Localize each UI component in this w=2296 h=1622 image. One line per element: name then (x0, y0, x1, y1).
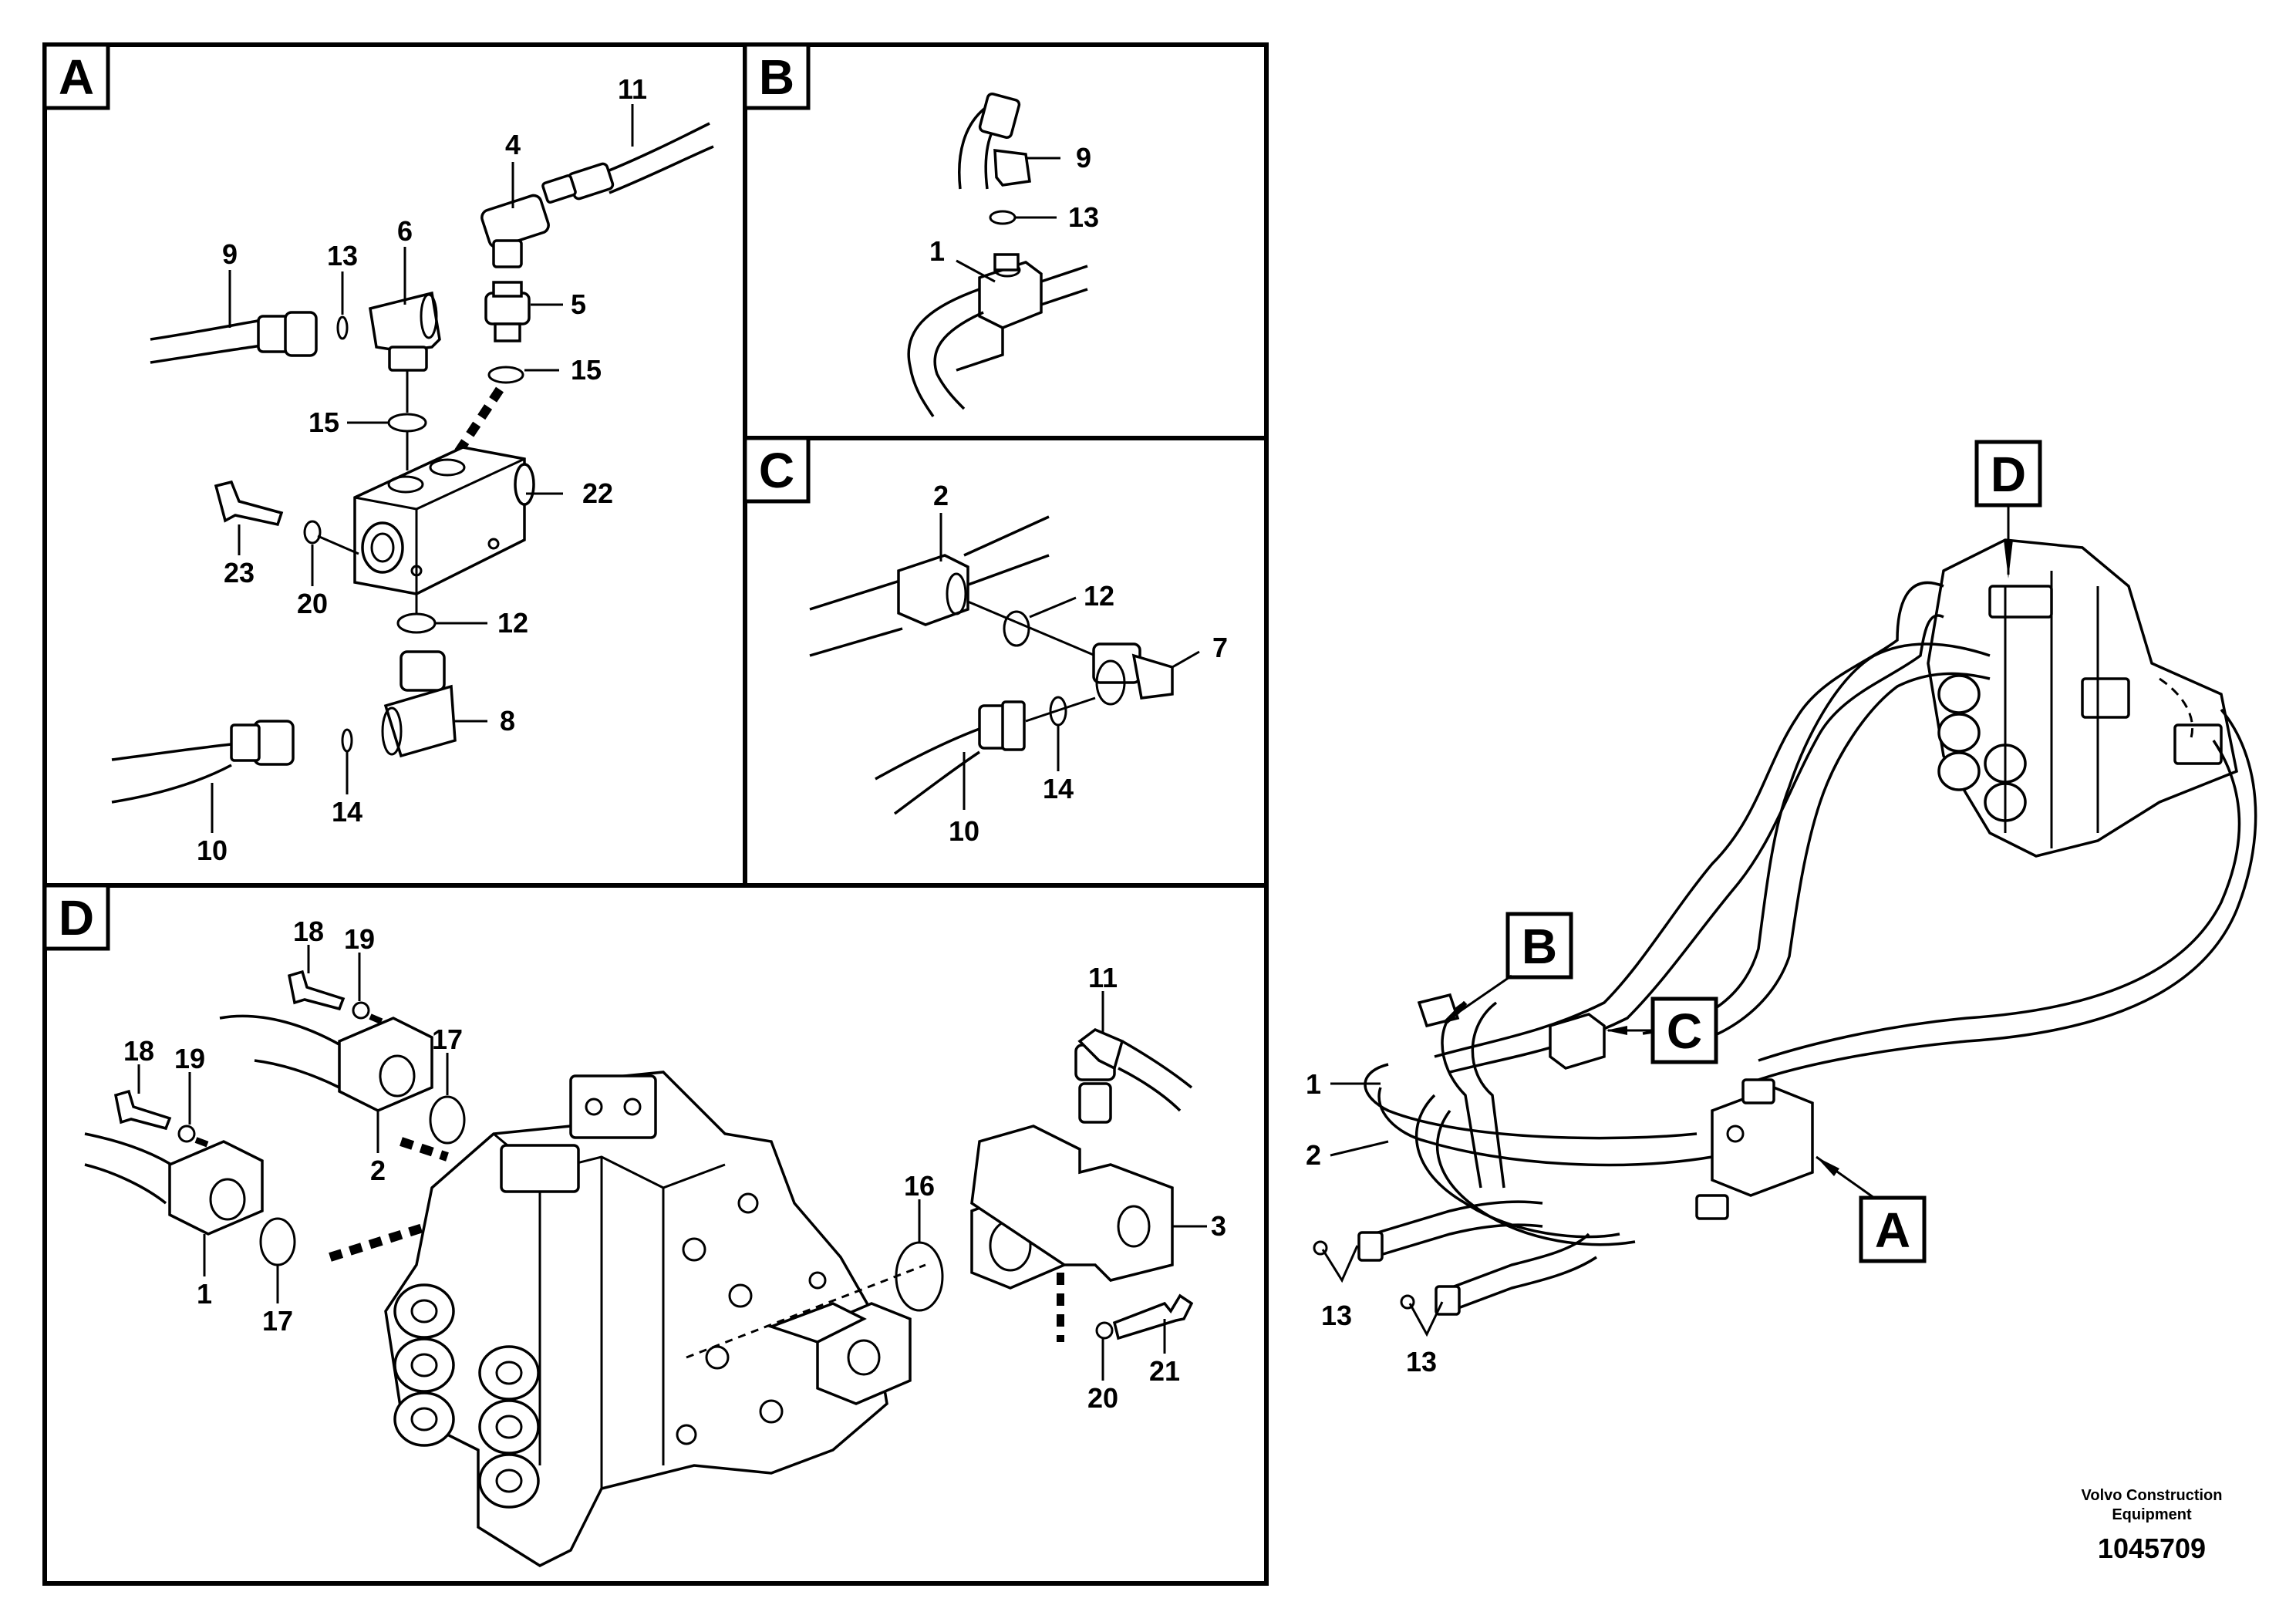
callout-d-19-upper: 19 (344, 923, 375, 955)
overview-callout-13-left: 13 (1321, 1300, 1352, 1331)
panel-c-callouts: 2 12 7 14 10 (933, 480, 1228, 847)
panel-d-callouts: 18 19 18 19 17 2 11 16 3 1 17 20 21 (123, 916, 1226, 1414)
panel-d-parts (84, 969, 1194, 1568)
callout-d-2: 2 (370, 1155, 386, 1186)
callout-a-22: 22 (582, 477, 613, 509)
panel-a-callouts: 11 4 6 13 9 5 15 15 22 23 20 12 8 14 10 (197, 73, 647, 866)
callout-a-13: 13 (327, 240, 358, 271)
callout-a-8: 8 (500, 705, 515, 737)
callout-b-9: 9 (1076, 142, 1091, 174)
callout-b-13: 13 (1068, 201, 1099, 233)
panel-d-frame (42, 883, 1269, 1586)
callout-c-14: 14 (1043, 773, 1074, 804)
company-name-line2: Equipment (2112, 1506, 2192, 1523)
overview-callout-1: 1 (1306, 1068, 1321, 1100)
callout-a-5: 5 (571, 288, 586, 320)
callout-a-4: 4 (505, 129, 521, 160)
svg-text:D: D (59, 890, 94, 946)
overview-tag-d: D (1974, 440, 2042, 578)
overview-tag-b: B (1444, 912, 1573, 1024)
panel-a-leaders (211, 104, 634, 833)
callout-d-1: 1 (197, 1278, 212, 1310)
overview-assembly (1357, 538, 2257, 1316)
callout-a-15-right: 15 (571, 354, 602, 386)
panel-b-parts (907, 93, 1088, 417)
svg-text:A: A (1875, 1202, 1910, 1258)
panel-a-parts (111, 122, 714, 804)
overview-callouts: 1 2 13 13 (1306, 1068, 1437, 1378)
panel-c-parts (809, 515, 1174, 815)
company-name-line1: Volvo Construction (2082, 1487, 2223, 1504)
callout-a-6: 6 (397, 215, 413, 247)
callout-d-21: 21 (1149, 1355, 1180, 1387)
svg-text:D: D (1991, 447, 2026, 502)
panel-b-callouts: 9 13 1 (929, 142, 1099, 267)
svg-text:A: A (59, 49, 94, 105)
callout-a-20: 20 (297, 588, 328, 619)
panel-b-tag: B (743, 42, 811, 110)
svg-text:B: B (759, 49, 794, 105)
overview-leaders (1313, 1082, 1444, 1337)
callout-b-1: 1 (929, 235, 945, 267)
callout-d-3: 3 (1211, 1210, 1226, 1242)
callout-a-10: 10 (197, 835, 228, 866)
callout-d-16: 16 (904, 1170, 935, 1202)
panel-b-leaders (956, 157, 1060, 283)
callout-d-17-lower: 17 (262, 1305, 293, 1337)
callout-a-15-left: 15 (308, 406, 339, 438)
callout-d-18-lower: 18 (123, 1035, 154, 1067)
footer: Volvo Construction Equipment 1045709 (2082, 1487, 2223, 1564)
panel-c-leaders (939, 513, 1200, 810)
callout-a-23: 23 (224, 557, 255, 588)
panel-d-leaders (137, 945, 1207, 1381)
callout-c-7: 7 (1212, 632, 1228, 663)
overview-tag-c: C (1606, 996, 1718, 1064)
overview-callout-2: 2 (1306, 1139, 1321, 1171)
callout-d-18-upper: 18 (293, 916, 324, 947)
callout-d-17-upper: 17 (432, 1023, 463, 1055)
callout-d-20: 20 (1087, 1382, 1118, 1414)
panel-a-tag: A (42, 42, 110, 110)
panel-c-tag: C (743, 436, 811, 504)
callout-d-11: 11 (1088, 962, 1118, 993)
callout-d-19-lower: 19 (174, 1043, 205, 1074)
svg-text:C: C (759, 443, 794, 498)
callout-a-14: 14 (332, 796, 362, 828)
panel-c-frame (743, 436, 1269, 888)
panel-d-tag: D (42, 883, 110, 951)
callout-c-10: 10 (949, 815, 979, 847)
callout-a-12: 12 (497, 607, 528, 639)
callout-a-9: 9 (222, 238, 238, 270)
document-number: 1045709 (2098, 1533, 2206, 1564)
callout-c-12: 12 (1084, 580, 1114, 612)
callout-a-11: 11 (618, 73, 647, 105)
svg-text:C: C (1667, 1003, 1702, 1059)
panel-a-frame (42, 42, 747, 888)
callout-c-2: 2 (933, 480, 949, 511)
overview-callout-13-right: 13 (1406, 1346, 1437, 1378)
svg-text:B: B (1522, 919, 1557, 974)
overview-tag-a: A (1816, 1155, 1927, 1263)
